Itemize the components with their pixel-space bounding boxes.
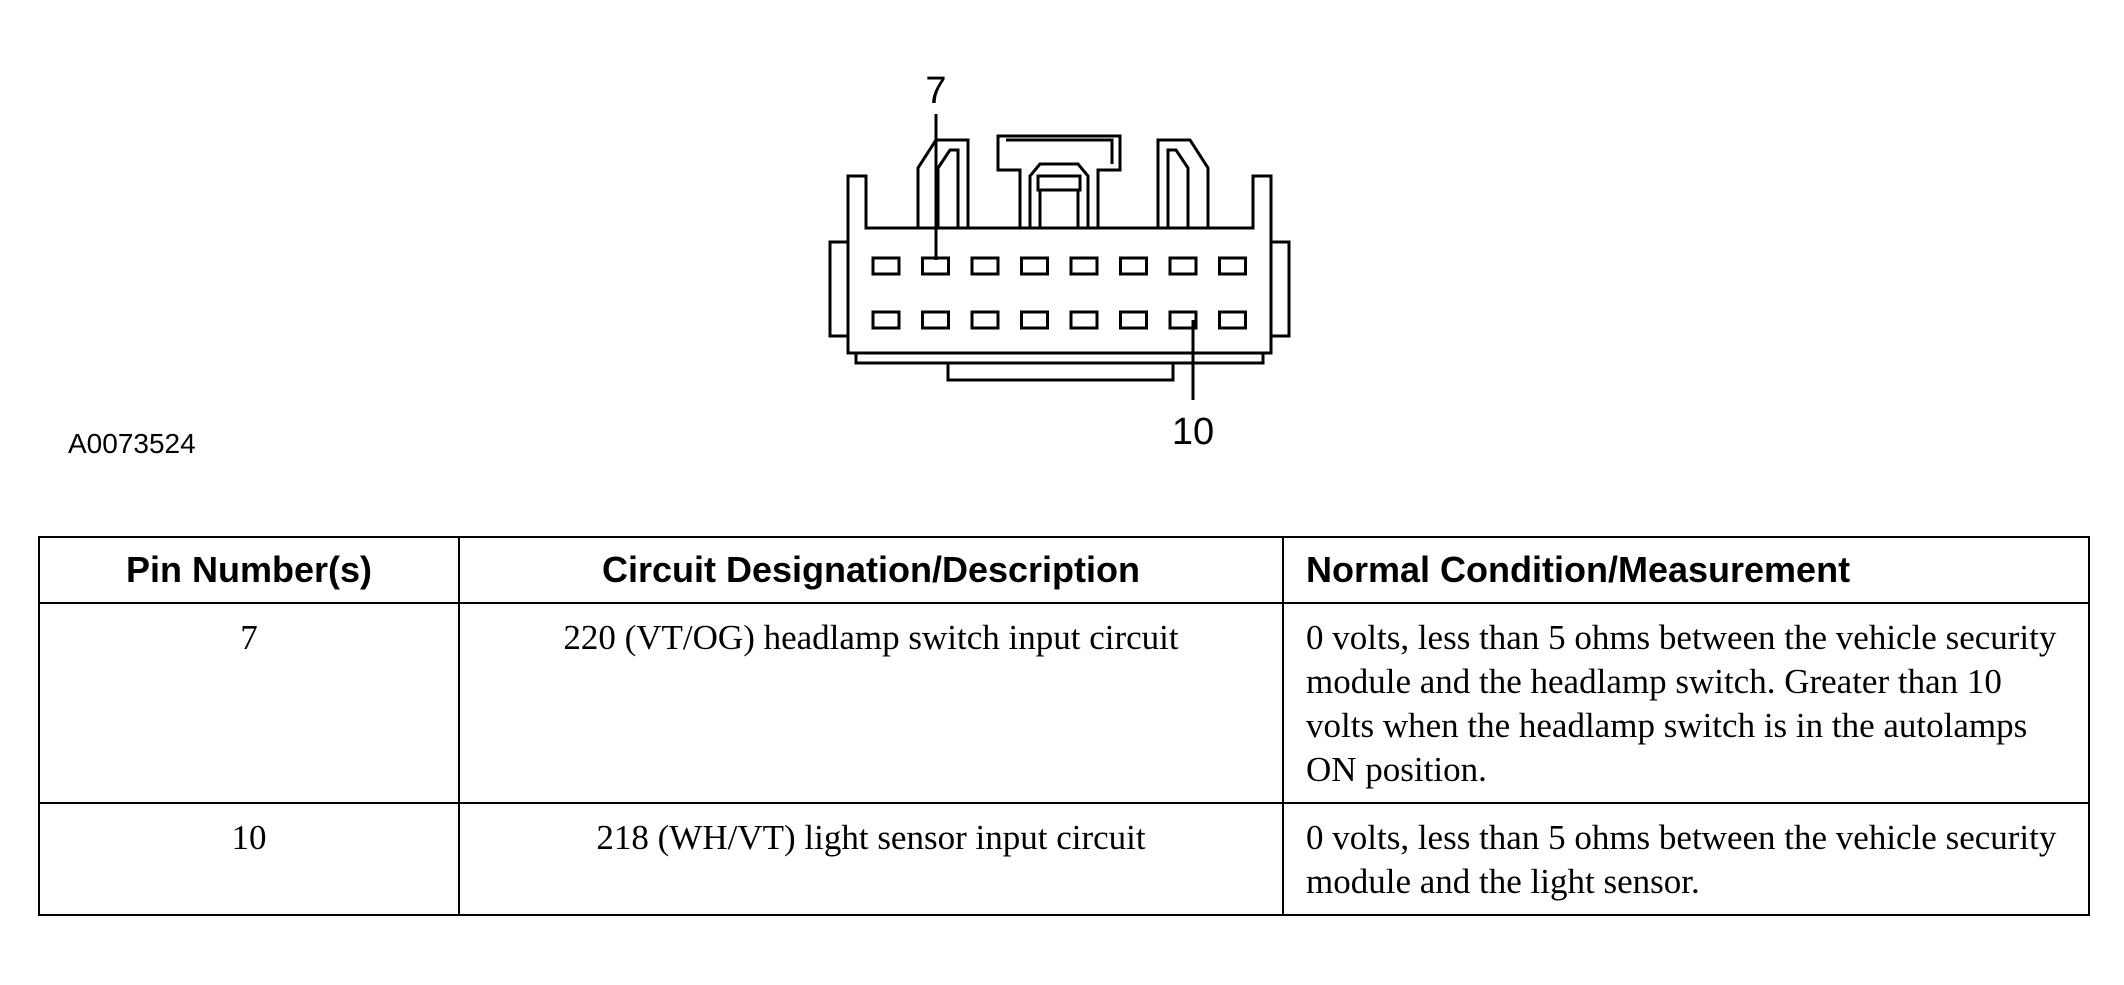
figure-id: A0073524	[68, 428, 196, 459]
table-row: 7 220 (VT/OG) headlamp switch input circ…	[38, 602, 2090, 804]
terminal-cavity	[871, 310, 901, 330]
measurement-cell: 0 volts, less than 5 ohms between the ve…	[1282, 602, 2090, 804]
header-normal-condition: Normal Condition/Measurement	[1282, 536, 2090, 604]
table-row: 10 218 (WH/VT) light sensor input circui…	[38, 802, 2090, 916]
terminal-cavity	[1168, 256, 1198, 276]
terminal-cavity	[1119, 256, 1148, 276]
connector-diagram: 7 10	[828, 70, 1291, 453]
terminal-cavity	[921, 310, 950, 330]
right-ear	[1269, 240, 1291, 338]
table-header-row: Pin Number(s) Circuit Designation/Descri…	[38, 536, 2090, 604]
terminal-cavity	[1168, 310, 1198, 330]
terminal-cavity	[1020, 256, 1049, 276]
left-ear	[828, 240, 850, 338]
terminal-cavity	[871, 256, 901, 276]
bottom-tab	[946, 363, 1175, 382]
bottom-step	[848, 351, 1265, 365]
pin-10-callout: 10	[1172, 411, 1214, 453]
left-latch-post	[916, 138, 970, 228]
terminal-cavity	[1069, 256, 1099, 276]
terminal-cavity	[1218, 256, 1247, 276]
circuit-description-cell: 218 (WH/VT) light sensor input circuit	[458, 802, 1284, 916]
pin-number-cell: 10	[38, 802, 460, 916]
terminal-cavity	[921, 256, 950, 276]
terminal-cavity	[1020, 310, 1049, 330]
pin-number-cell: 7	[38, 602, 460, 804]
measurement-cell: 0 volts, less than 5 ohms between the ve…	[1282, 802, 2090, 916]
terminal-cavity	[1119, 310, 1148, 330]
right-latch-post	[1156, 138, 1210, 228]
pin-7-callout: 7	[925, 70, 946, 112]
circuit-description-cell: 220 (VT/OG) headlamp switch input circui…	[458, 602, 1284, 804]
terminal-cavity	[1218, 310, 1247, 330]
header-pin-number: Pin Number(s)	[38, 536, 460, 604]
terminal-cavity	[1069, 310, 1099, 330]
terminal-cavity	[970, 256, 1000, 276]
header-circuit-description: Circuit Designation/Description	[458, 536, 1284, 604]
terminal-cavity	[970, 310, 1000, 330]
connector-body	[846, 174, 1273, 355]
center-lock	[996, 134, 1122, 230]
pin-table: Pin Number(s) Circuit Designation/Descri…	[38, 536, 2090, 916]
